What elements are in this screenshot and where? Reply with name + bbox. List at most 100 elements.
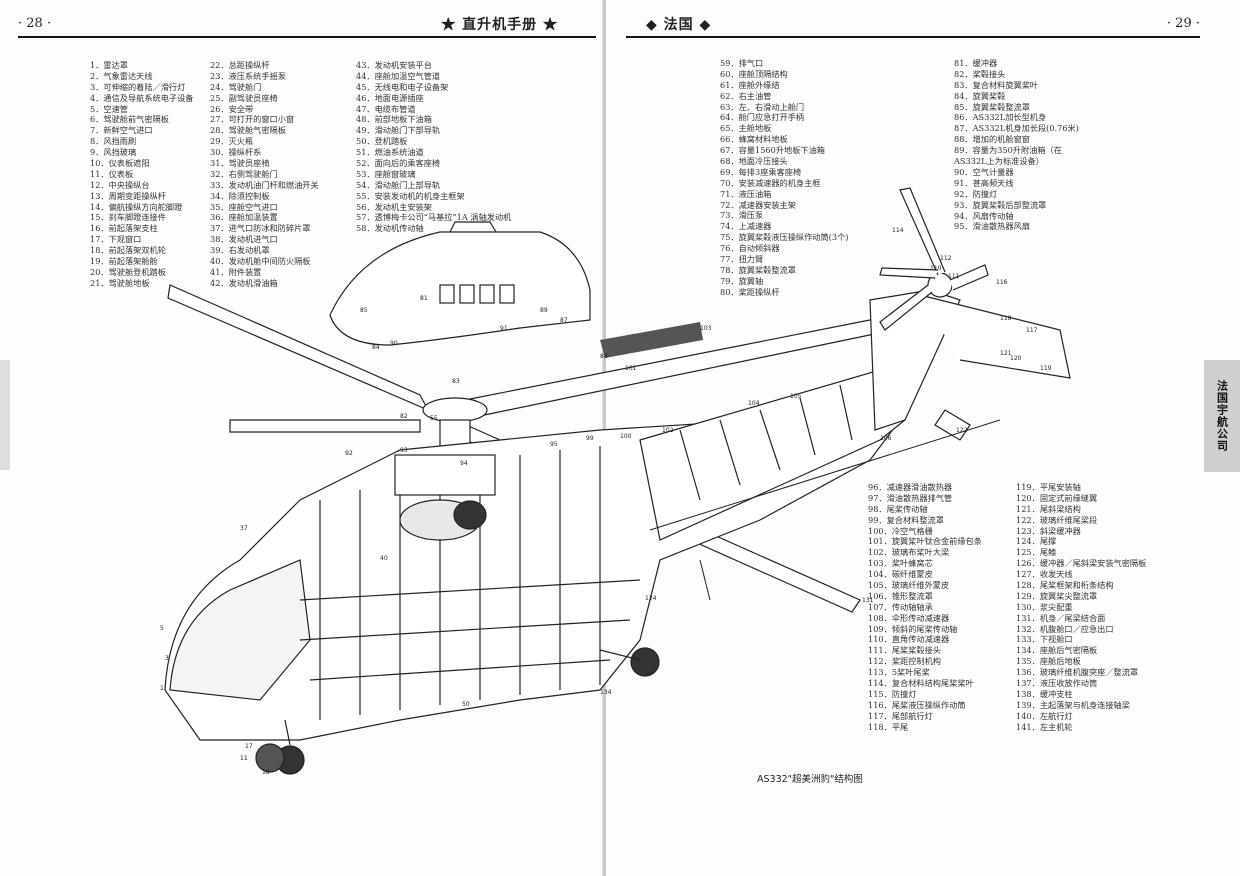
legend-item: 124．尾撑: [1016, 536, 1057, 547]
legend-item: 13．周期变距操纵杆: [90, 190, 166, 201]
legend-item: 15．刹车脚蹬连接件: [90, 212, 166, 223]
legend-item: 83．复合材料旋翼桨叶: [954, 79, 1039, 90]
legend-item: 37．进气口防冰和防碎片罩: [210, 223, 311, 234]
horizontal-stabilizer: [919, 294, 1071, 379]
legend-item: 122．玻璃纤维尾梁段: [1016, 514, 1098, 525]
callout: 103: [700, 325, 712, 332]
legend-item: 30．操纵杆系: [210, 147, 262, 158]
callout: 134: [600, 689, 612, 696]
inset-rotor-hub: [449, 221, 497, 233]
callout: 55: [430, 415, 438, 422]
legend-item: 119．平尾安装轴: [1016, 482, 1081, 492]
legend-item: 54．滑动舱门上部导轨: [356, 179, 441, 190]
legend-item: 7．新鲜空气进口: [90, 125, 153, 136]
legend-item: 112．桨距控制机构: [868, 656, 941, 667]
legend-item: 39．右发动机罩: [210, 245, 270, 256]
tail-rotor-blade: [899, 187, 946, 276]
callout: 121: [1000, 350, 1012, 357]
legend-item: 138．缓冲支柱: [1016, 688, 1073, 699]
legend-item: 137．液压收放作动筒: [1016, 678, 1098, 689]
legend-item: 93．旋翼桨毂后部整流罩: [954, 199, 1047, 210]
legend-item: 127．收发天线: [1016, 569, 1073, 580]
callout: 88: [600, 353, 608, 360]
callout: 89: [540, 307, 548, 314]
legend-item: 41．附件装置: [210, 266, 262, 277]
legend-item: 17．下观窗口: [90, 234, 142, 245]
legend-item: 56．发动机主安装架: [356, 201, 432, 212]
running-header: ★ 直升机手册 ★: [441, 17, 558, 33]
callout: 104: [748, 400, 760, 407]
callout: 119: [1040, 365, 1052, 372]
tail-boom-frames: [679, 384, 853, 501]
callout: 118: [1000, 315, 1012, 322]
legend-item: 97．滑油散热器排气管: [868, 492, 953, 503]
legend-item: 115．防撞灯: [868, 688, 917, 699]
legend-item: 46．地面电源插座: [356, 92, 424, 103]
legend-column-7: 119．平尾安装轴 120．固定式前缘缝翼 121．尾斜梁结构 122．玻璃纤维…: [1016, 482, 1146, 732]
legend-item: 63．左、右滑动上舱门: [720, 101, 805, 112]
callout: 40: [380, 555, 388, 562]
blade-tip-weight: [600, 322, 703, 358]
legend-item: 113．5桨叶尾桨: [868, 667, 930, 678]
legend-item: 70．安装减速器的机身主框: [720, 177, 821, 188]
callout: 82: [400, 413, 408, 420]
legend-item: 71．液压油箱: [720, 188, 772, 199]
legend-item: 69．每排3座乘客座椅: [720, 166, 802, 177]
legend-item: 92．防撞灯: [954, 188, 998, 199]
legend-item: 6．驾驶舱前气密隔板: [90, 114, 169, 125]
callout: 106: [880, 435, 892, 442]
legend-item: 53．座舱窗玻璃: [356, 168, 416, 179]
main-wheel: [630, 647, 660, 677]
legend-item: 25．副驾驶员座椅: [210, 92, 278, 103]
legend-item: 136．玻璃纤维机腹突座／整流罩: [1016, 667, 1139, 678]
inset-window: [479, 284, 495, 304]
legend-item: 95．滑油散热器风扇: [954, 221, 1030, 232]
engine-exhaust: [453, 500, 487, 530]
legend-column-1: 1．雷达罩 2．气象雷达天线 3．可伸缩的着陆／滑行灯 4．通信及导航系统电子设…: [90, 60, 193, 289]
legend-item: 91．甚高频天线: [954, 177, 1014, 188]
callout: 85: [360, 307, 368, 314]
nose-wheel: [255, 743, 285, 773]
legend-item: 48．前部地板下油箱: [356, 114, 432, 125]
legend-item: 62．右主油管: [720, 90, 772, 101]
section-tab: 法国宇航公司: [1204, 360, 1240, 472]
callout: 117: [1026, 327, 1038, 334]
legend-item: 89．容量为350升附油箱（在AS332L上为标准设备）: [954, 145, 1062, 167]
callout: 11: [240, 755, 248, 762]
legend-item: 117．尾部航行灯: [868, 710, 933, 721]
callout: 95: [550, 441, 558, 448]
callout: 111: [948, 273, 960, 280]
legend-item: 116．尾桨液压操纵作动筒: [868, 699, 966, 710]
legend-item: 28．驾驶舱气密隔板: [210, 125, 286, 136]
callout: 84: [372, 344, 380, 351]
legend-item: 120．固定式前缘缝翼: [1016, 492, 1098, 503]
legend-item: 61．座舱外缘结: [720, 79, 780, 90]
legend-item: 78．旋翼桨毂整流罩: [720, 264, 796, 275]
legend-item: 114．复合材料结构尾桨桨叶: [868, 678, 974, 689]
callout: 3: [165, 655, 169, 662]
callout: 122: [956, 427, 968, 434]
inset-window: [439, 284, 455, 304]
gear-strut: [284, 649, 641, 746]
legend-item: 87．AS332L机身加长段(0.76米): [954, 123, 1079, 134]
legend-item: 34．除须控制板: [210, 190, 270, 201]
legend-item: 121．尾斜梁结构: [1016, 503, 1081, 514]
page-number: · 28 ·: [18, 16, 52, 31]
legend-column-3: 43．发动机安装平台 44．座舱加温空气管道 45．无线电和电子设备架 46．地…: [356, 60, 511, 234]
legend-item: 18．前起落架双机轮: [90, 245, 166, 256]
legend-item: 32．右侧驾驶舱门: [210, 168, 278, 179]
legend-item: 40．发动机舱中间防火隔板: [210, 256, 311, 267]
legend-item: 130．浆尖配重: [1016, 601, 1073, 612]
legend-item: 51．燃油系统油道: [356, 147, 424, 158]
legend-item: 129．旋翼桨尖整流罩: [1016, 590, 1098, 601]
legend-item: 100．冷空气格栅: [868, 525, 933, 536]
header-rule: [626, 36, 1200, 38]
legend-item: 42．发动机滑油箱: [210, 277, 278, 288]
header-rule: [18, 36, 596, 38]
legend-item: 55．安装发动机的机身主框架: [356, 190, 465, 201]
legend-item: 108．伞形传动减速器: [868, 612, 950, 623]
callout: 91: [500, 325, 508, 332]
legend-item: 23．液压系统手摇泵: [210, 70, 286, 81]
legend-item: 128．尾桨框架和桁条结构: [1016, 580, 1114, 591]
